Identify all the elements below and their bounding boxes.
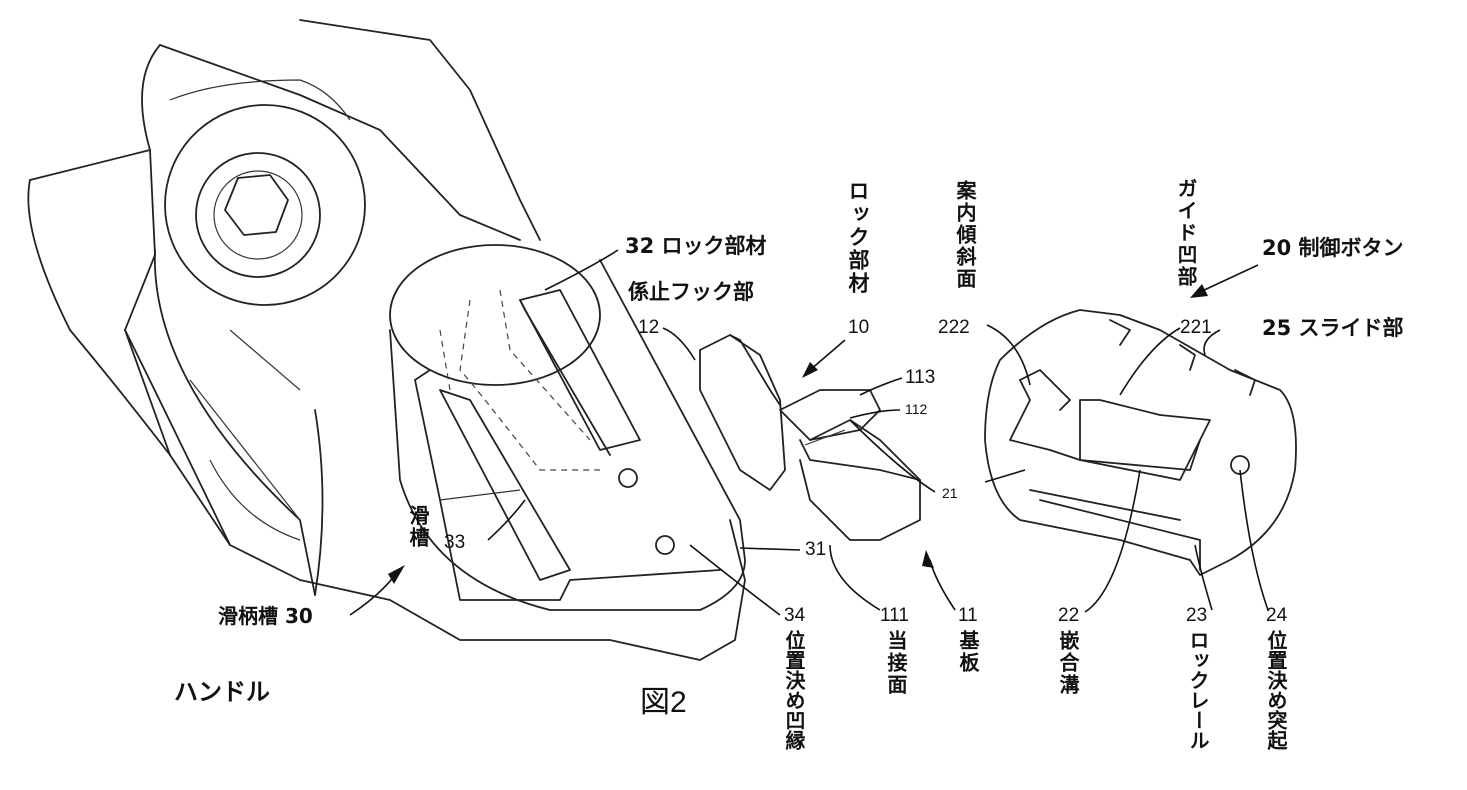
label-112: 112: [905, 401, 928, 417]
label-22: 22: [1058, 605, 1080, 626]
label-control-button: 20 制御ボタン: [1262, 236, 1404, 260]
control-button-drawing: [984, 309, 1297, 576]
figure-title: 図2: [640, 686, 687, 719]
leader-lines: [349, 249, 1269, 616]
label-contact-surface-vertical: 当接面: [884, 630, 908, 696]
handle-drawing: [27, 19, 746, 661]
label-lock-rail-vertical: ロックレール: [1186, 630, 1210, 750]
label-guide-recess-vertical: ガイド凹部: [1174, 178, 1198, 288]
label-221: 221: [1180, 317, 1212, 338]
handle-caption: ハンドル: [174, 678, 270, 706]
label-113: 113: [905, 367, 936, 388]
label-31: 31: [805, 539, 827, 560]
label-slide-groove-vertical: 滑槽: [406, 505, 430, 549]
label-34: 34: [784, 605, 806, 626]
label-positioning-recess-vertical: 位置決め凹縁: [782, 630, 806, 750]
label-lock-member-32: 32 ロック部材: [625, 234, 767, 258]
label-handle-slot: 滑柄槽 30: [218, 604, 313, 628]
label-21: 21: [942, 485, 958, 501]
label-slide-part: 25 スライド部: [1262, 316, 1404, 340]
label-23: 23: [1186, 605, 1208, 626]
label-12: 12: [638, 317, 660, 338]
label-33: 33: [444, 532, 466, 553]
label-base-plate-vertical: 基板: [956, 630, 980, 674]
label-fitting-groove-vertical: 嵌合溝: [1056, 630, 1080, 696]
label-10: 10: [848, 317, 870, 338]
label-lock-member-vertical: ロック部材: [846, 180, 870, 295]
label-111: 111: [880, 605, 909, 626]
lock-member-drawing: [699, 334, 921, 541]
label-11: 11: [958, 605, 978, 626]
label-24: 24: [1266, 605, 1288, 626]
label-positioning-protrusion-vertical: 位置決め突起: [1264, 630, 1288, 750]
label-222: 222: [938, 317, 970, 338]
label-guide-slope-vertical: 案内傾斜面: [953, 180, 977, 290]
label-hook-part: 係止フック部: [628, 280, 754, 304]
